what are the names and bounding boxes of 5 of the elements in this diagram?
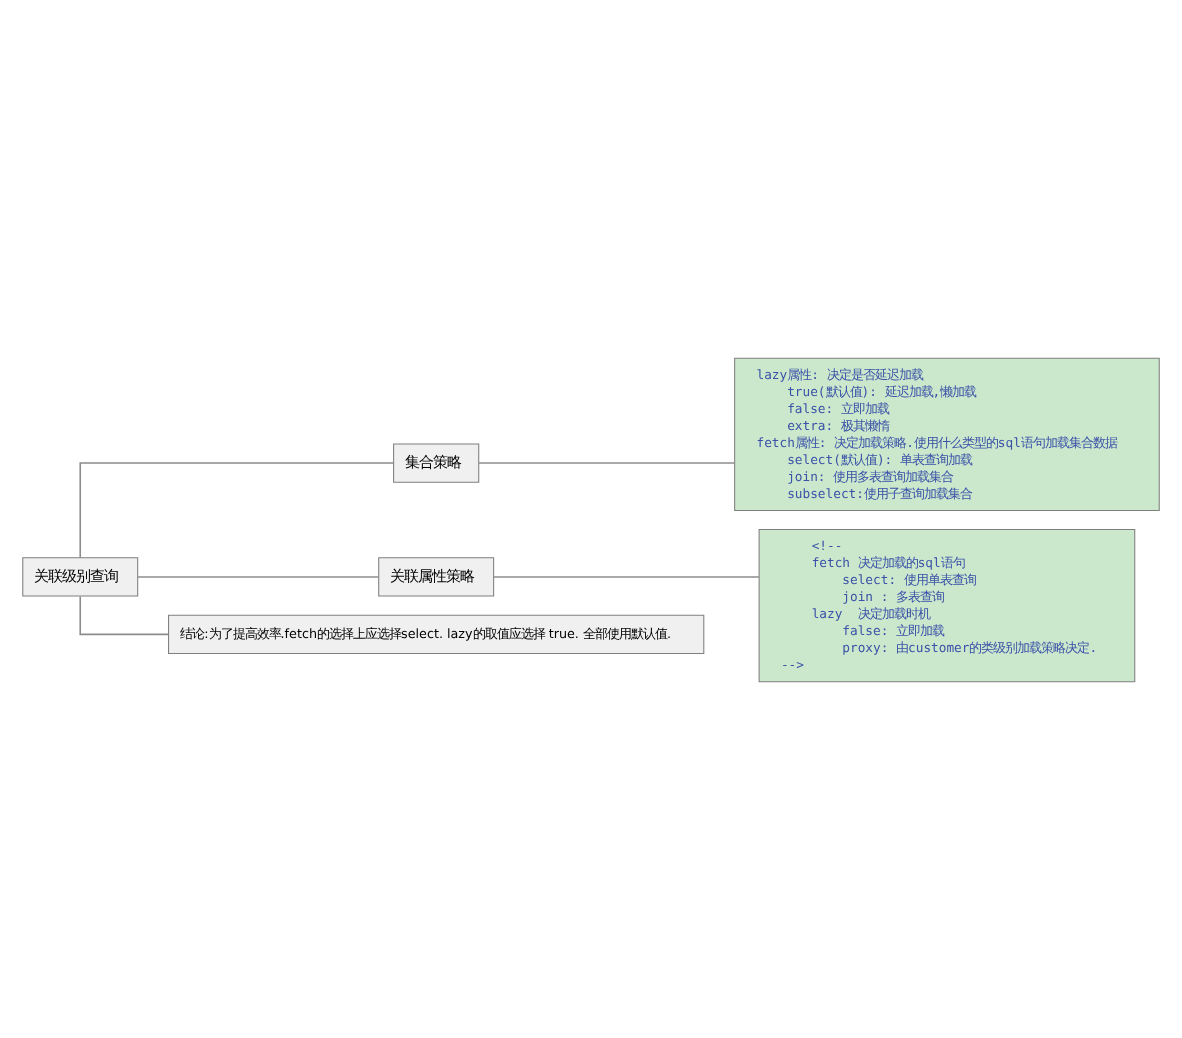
connector [478,461,736,463]
connector [492,575,760,577]
connector [79,461,395,558]
connector [137,575,380,577]
connector [79,594,169,635]
